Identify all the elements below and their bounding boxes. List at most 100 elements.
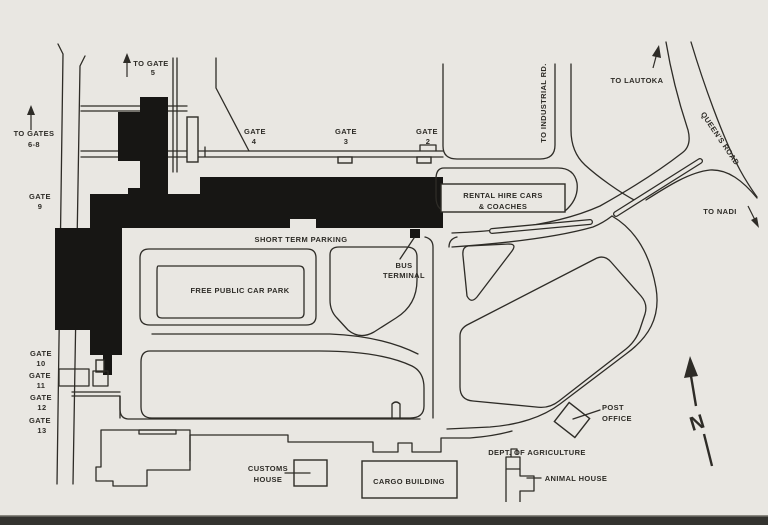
- walkway-crossbar-upper: [80, 105, 188, 112]
- median-strip-east-fill: [614, 159, 702, 216]
- bus-terminal-label-line2: TERMINAL: [383, 271, 425, 280]
- terminal-west-wing: [55, 228, 122, 355]
- customs-precinct-building: [95, 429, 191, 487]
- approach-road-south-east: [645, 169, 758, 201]
- triangle-island: [462, 243, 515, 301]
- to-industrial-rd-label: TO INDUSTRIAL RD.: [539, 63, 548, 142]
- queens-road-east-edge: [690, 41, 758, 198]
- gate5-walkway: [172, 57, 178, 173]
- direction-arrows: [27, 45, 759, 228]
- terminal-main-building: [90, 177, 443, 228]
- median-strip-west-fill: [490, 220, 592, 233]
- free-car-park-label: FREE PUBLIC CAR PARK: [190, 286, 289, 295]
- scan-edge-highlight: [0, 515, 768, 517]
- gate11-structure: [95, 359, 105, 373]
- south-area-outline: [140, 350, 425, 419]
- south-area-road-edge: [151, 333, 419, 355]
- gate4-access-diagonal: [215, 57, 250, 152]
- small-building-a: [58, 368, 90, 387]
- road-medians: [489, 158, 703, 234]
- north-label: N: [687, 411, 707, 436]
- gate2-stand: [416, 156, 432, 164]
- north-arrow-lower: [702, 433, 714, 467]
- rental-hire-box: [440, 183, 566, 213]
- small-building-b: [92, 370, 109, 387]
- to-gate5-label-line1: TO GATE: [133, 59, 168, 68]
- north-arrow-upper: [689, 375, 698, 407]
- lower-left-lane: [71, 391, 121, 419]
- gate12-label: GATE: [30, 393, 52, 402]
- gate3-label: GATE: [335, 127, 357, 136]
- post-office-label-line2: OFFICE: [602, 414, 632, 423]
- customs-label-line2: HOUSE: [254, 475, 283, 484]
- bus-stop-marker: [410, 229, 420, 238]
- approach-road-south-west: [451, 215, 613, 248]
- bus-terminal-lot: [329, 246, 418, 337]
- animal-house-label: ANIMAL HOUSE: [545, 474, 608, 483]
- big-island: [459, 256, 647, 409]
- rental-label-line2: & COACHES: [479, 202, 528, 211]
- gate2-number: 2: [426, 137, 431, 146]
- to-lautoka-label: TO LAUTOKA: [611, 76, 664, 85]
- apron-structures: [186, 116, 432, 164]
- rental-label-line1: RENTAL HIRE CARS: [463, 191, 542, 200]
- gate9-label: GATE: [29, 192, 51, 201]
- to-nadi-label: TO NADI: [703, 207, 737, 216]
- terminal-pier-gate5: [118, 97, 168, 197]
- bottom-road-south-fence: [189, 430, 513, 462]
- gate10-number: 10: [36, 359, 45, 368]
- to-gate5-arrow-head: [123, 53, 131, 63]
- gate11-label: GATE: [29, 371, 51, 380]
- gate11-number: 11: [37, 381, 46, 390]
- vertical-access-road: [424, 236, 458, 419]
- post-office-building: [553, 401, 591, 439]
- agriculture-label: DEPT. OF AGRICULTURE: [488, 448, 586, 457]
- road-network: [56, 41, 758, 485]
- short-term-parking-label: SHORT TERM PARKING: [255, 235, 348, 244]
- post-office-label-line1: POST: [602, 403, 624, 412]
- gate4-number: 4: [252, 137, 257, 146]
- gate3-number: 3: [344, 137, 349, 146]
- to-nadi-arrow-head: [751, 217, 759, 228]
- cargo-building-box: [361, 460, 458, 499]
- customs-label-line1: CUSTOMS: [248, 464, 288, 473]
- gate2-label: GATE: [416, 127, 438, 136]
- bus-terminal-label-line1: BUS: [395, 261, 412, 270]
- scan-edge-band: [0, 516, 768, 525]
- outlined-buildings: [58, 167, 601, 502]
- gate12-number: 12: [37, 403, 46, 412]
- to-gates68-label-line1: TO GATES: [14, 129, 55, 138]
- cargo-access-stub: [391, 401, 401, 420]
- car-park-outer: [139, 248, 317, 326]
- gate-bar-marker: [138, 429, 177, 435]
- gate10-label: GATE: [30, 349, 52, 358]
- aerobridge-structure: [186, 116, 199, 163]
- industrial-road-east-edge: [570, 63, 639, 203]
- to-gates68-arrow-head: [27, 105, 35, 115]
- gate4-label: GATE: [244, 127, 266, 136]
- terminal-south-annex: [103, 355, 112, 375]
- gate13-label: GATE: [29, 416, 51, 425]
- northeast-corridor: [442, 63, 556, 160]
- agriculture-flag: [510, 448, 518, 457]
- post-office-leader: [572, 409, 601, 420]
- gate3-stand: [337, 156, 353, 164]
- apron-right-step: [419, 144, 437, 152]
- car-park-inner: [156, 265, 305, 319]
- gate13-number: 13: [37, 426, 46, 435]
- north-compass: N: [684, 356, 714, 467]
- agriculture-structure: [505, 456, 521, 470]
- gate9-number: 9: [38, 202, 43, 211]
- to-gates68-label-line2: 6-8: [28, 140, 40, 149]
- to-gate5-label-line2: 5: [151, 68, 156, 77]
- bus-terminal-leader: [399, 237, 415, 260]
- to-lautoka-arrow-head: [652, 45, 661, 58]
- to-nadi-arrow-line: [747, 205, 756, 221]
- loop-road-outer: [446, 215, 658, 430]
- north-arrow-head: [684, 356, 698, 378]
- terminal-buildings: [55, 97, 443, 375]
- cargo-building-label: CARGO BUILDING: [373, 477, 445, 486]
